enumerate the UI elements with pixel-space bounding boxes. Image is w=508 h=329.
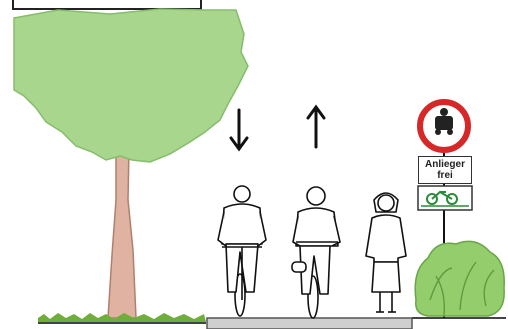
cyclist-back xyxy=(292,187,340,318)
pedestrian xyxy=(366,193,406,312)
no-motor-vehicles-icon xyxy=(420,102,468,150)
tree xyxy=(14,9,248,318)
hedge xyxy=(415,241,504,316)
tree-trunk xyxy=(108,148,136,318)
sign-text-line2: frei xyxy=(437,170,453,181)
road-surface xyxy=(207,318,412,329)
tree-canopy xyxy=(14,9,248,162)
green-bicycle-permit-icon xyxy=(418,186,472,210)
anlieger-frei-sign: Anlieger frei xyxy=(418,156,472,184)
sign-text-line1: Anlieger xyxy=(425,159,465,170)
arrow-down-icon xyxy=(231,110,247,149)
grass-strip xyxy=(38,313,206,322)
arrow-up-icon xyxy=(308,107,324,147)
cyclist-front xyxy=(218,186,266,316)
